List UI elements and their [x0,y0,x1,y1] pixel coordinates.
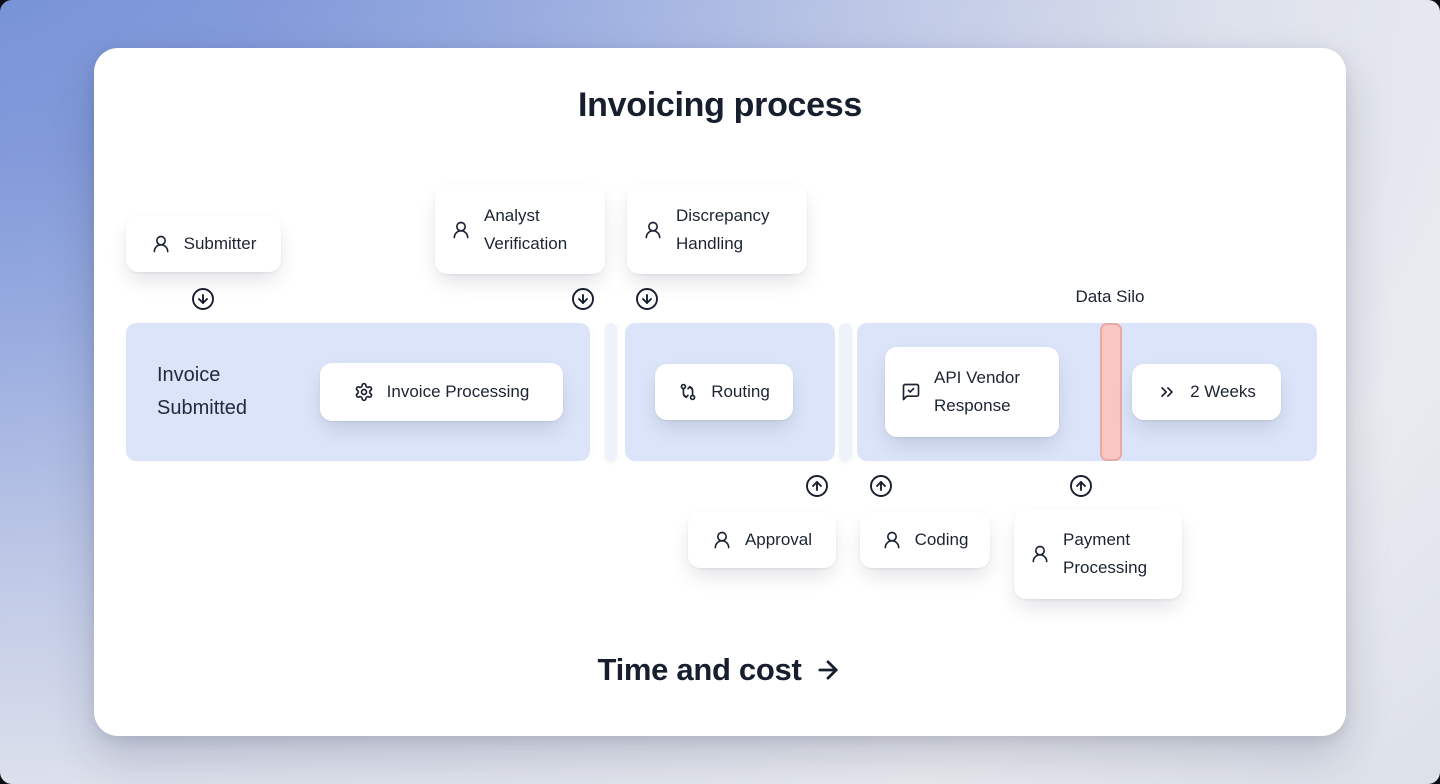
route-icon [678,382,698,402]
chip-two-weeks[interactable]: 2 Weeks [1132,364,1281,420]
page-title: Invoicing process [578,86,862,124]
chip-routing[interactable]: Routing [655,364,793,420]
node-label: Discrepancy Handling [676,205,770,253]
chip-label: 2 Weeks [1190,382,1256,401]
chip-invoice-processing[interactable]: Invoice Processing [320,363,563,421]
circle-arrow-up-icon [869,474,893,498]
user-icon [712,530,732,550]
node-payment-processing[interactable]: Payment Processing [1014,509,1182,599]
node-label: Approval [744,530,813,549]
footer-caption: Time and cost [94,652,1346,688]
timeline-divider [839,323,852,461]
node-label: Submitter [183,234,257,253]
node-label: Payment Processing [1063,530,1148,577]
chip-label: API Vendor Response [934,368,1021,415]
circle-arrow-down-icon [571,287,595,311]
user-icon [1030,544,1050,564]
data-silo-label: Data Silo [1075,287,1145,306]
circle-arrow-up-icon [805,474,829,498]
user-icon [451,220,471,240]
circle-arrow-down-icon [191,287,215,311]
node-submitter[interactable]: Submitter [126,216,281,272]
node-coding[interactable]: Coding [860,512,990,568]
invoicing-diagram-card: Invoicing process Submitter Analyst Veri… [94,48,1346,736]
chip-label: Routing [711,382,770,401]
footer-label: Time and cost [597,652,802,687]
node-label: Coding [914,530,969,549]
user-icon [882,530,902,550]
data-silo-bar [1100,323,1122,461]
timeline-start-label: Invoice Submitted [157,364,248,419]
arrow-right-icon [814,656,842,684]
node-discrepancy-handling[interactable]: Discrepancy Handling [627,185,807,274]
user-icon [151,234,171,254]
timeline-divider [605,323,617,461]
user-icon [643,220,663,240]
process-timeline: Invoice Submitted Invoice Processing Rou… [126,323,1317,461]
chevrons-right-icon [1157,382,1177,402]
gear-icon [354,382,374,402]
chip-api-vendor-response[interactable]: API Vendor Response [885,347,1059,437]
circle-arrow-down-icon [635,287,659,311]
node-analyst-verification[interactable]: Analyst Verification [435,185,605,274]
node-label: Analyst Verification [484,205,568,253]
circle-arrow-up-icon [1069,474,1093,498]
message-check-icon [901,382,921,402]
chip-label: Invoice Processing [386,382,530,401]
node-approval[interactable]: Approval [688,512,836,568]
